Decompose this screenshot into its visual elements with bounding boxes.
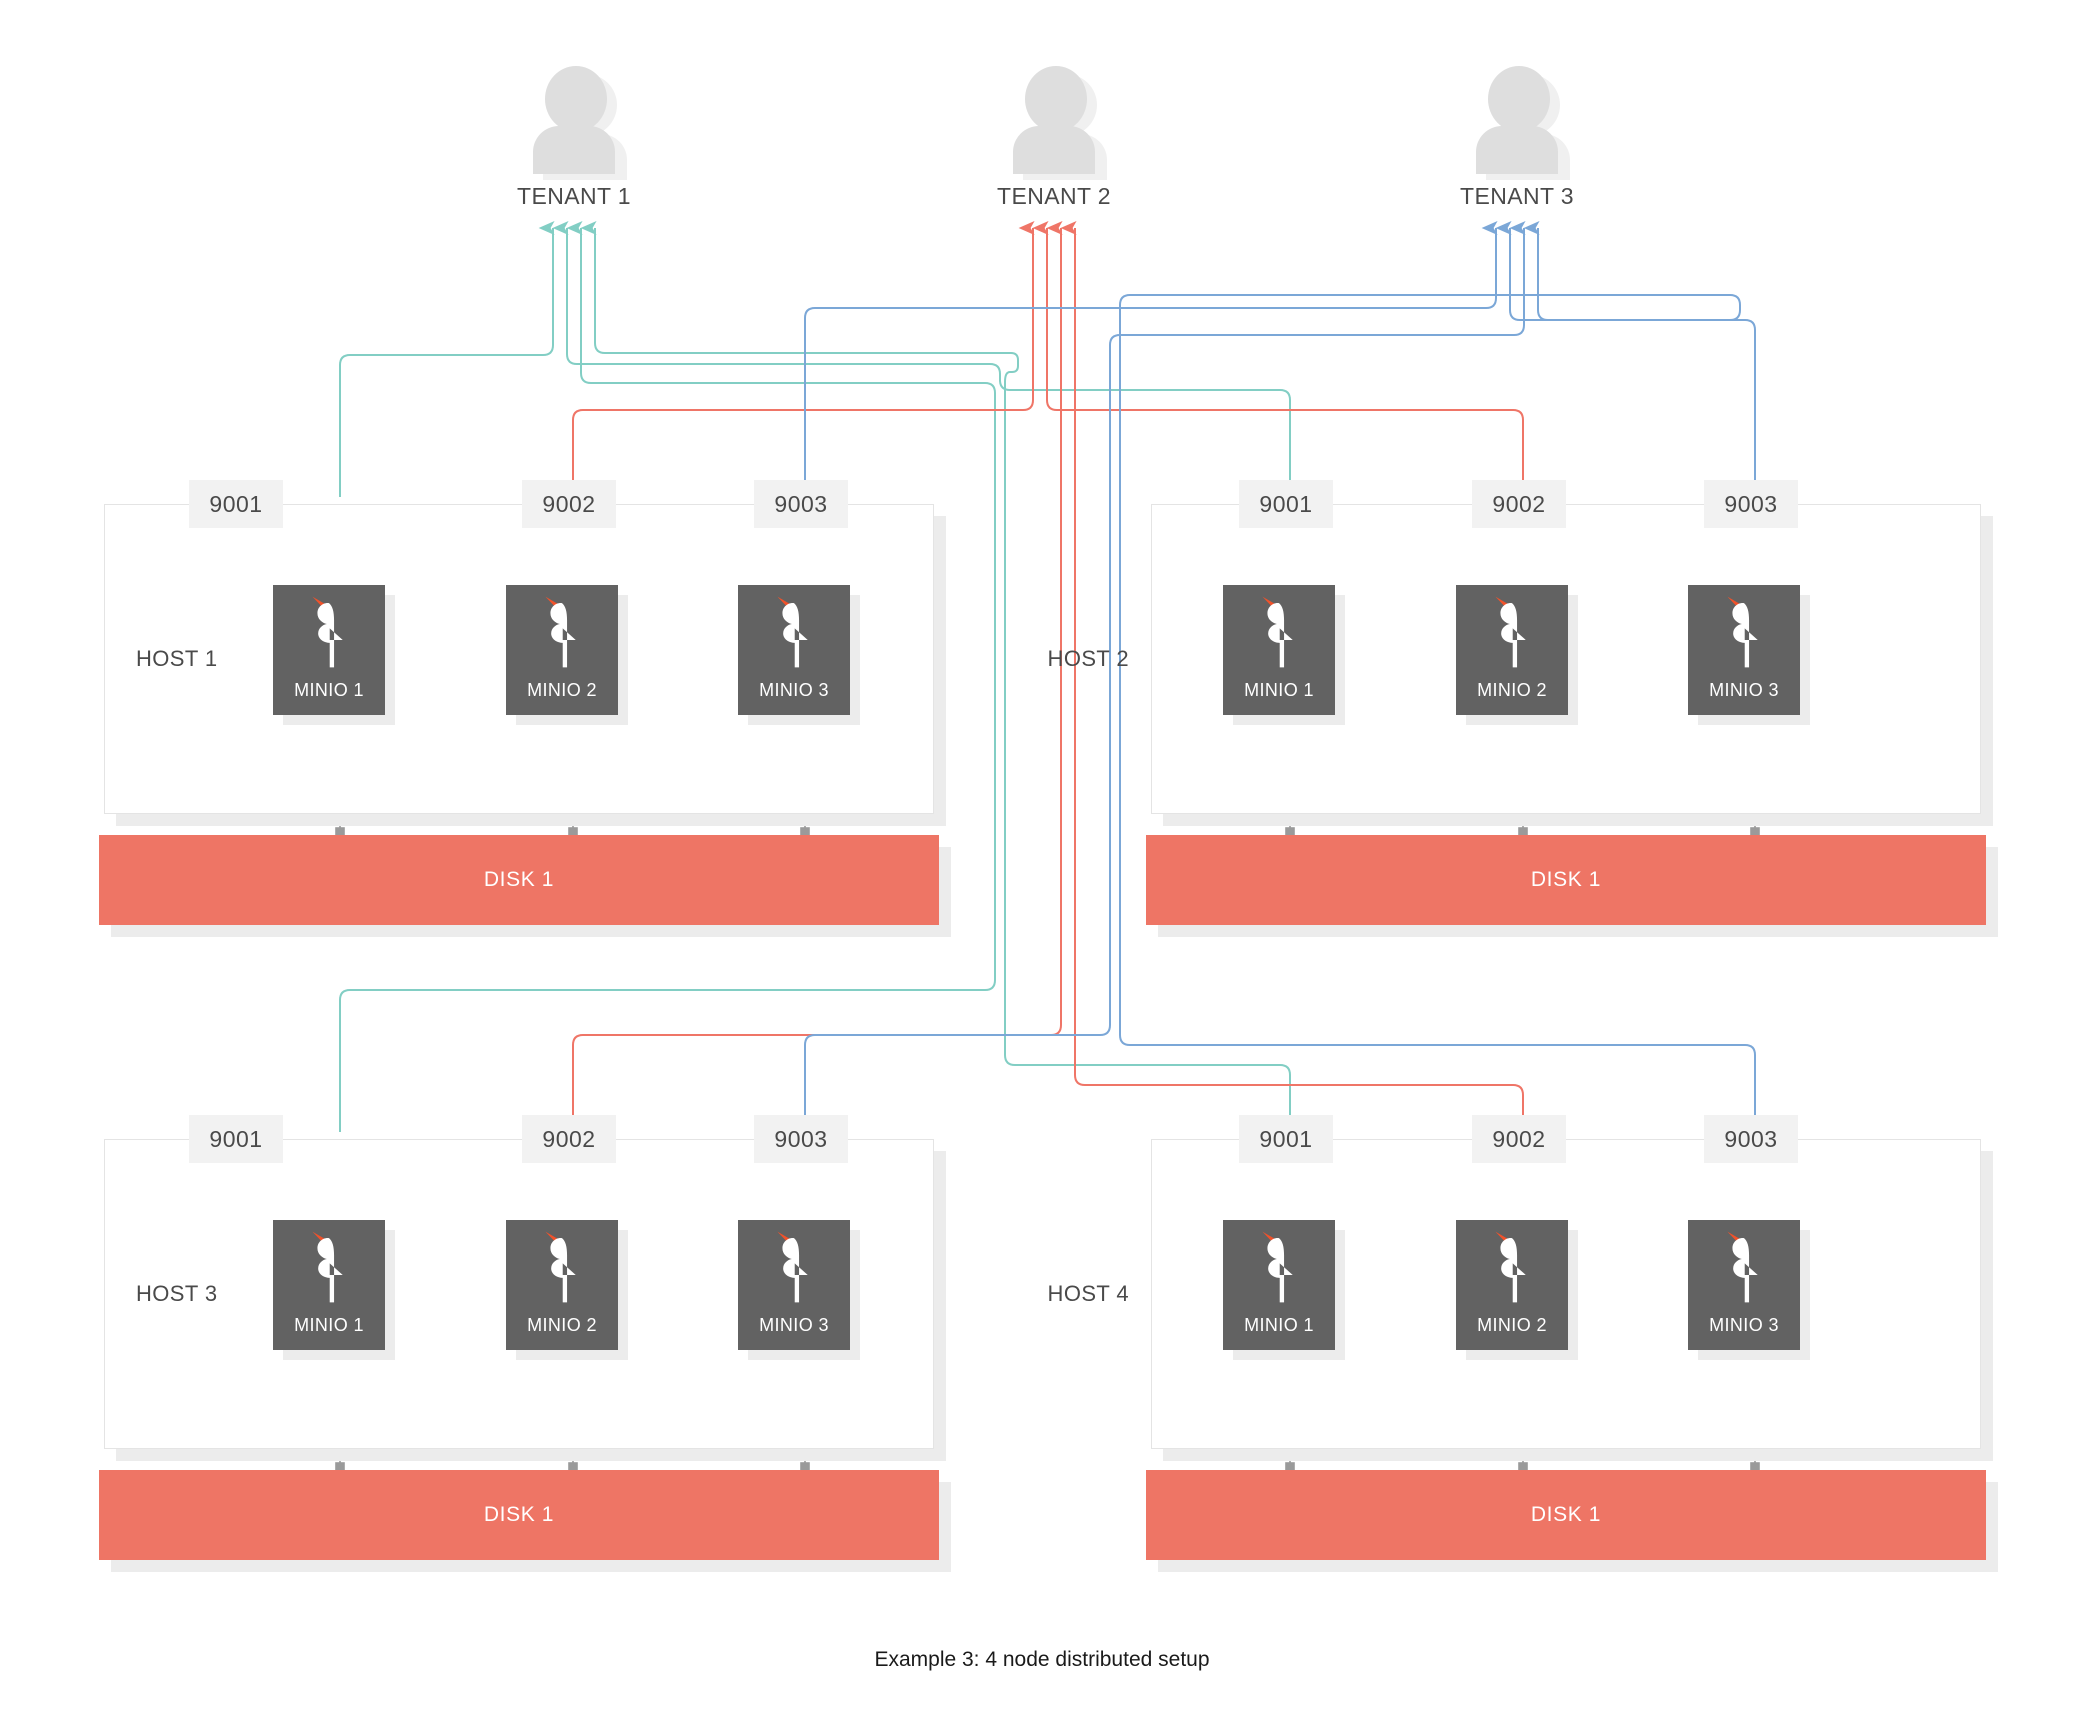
minio-node[interactable]: MINIO 3 xyxy=(738,585,860,725)
port-label: 9001 xyxy=(209,490,263,517)
port-label: 9001 xyxy=(1259,490,1313,517)
port-tab-9001: 9001 xyxy=(1239,480,1333,528)
node-label: MINIO 3 xyxy=(759,1315,829,1335)
minio-logo-icon xyxy=(777,596,808,668)
minio-logo-icon xyxy=(1262,1231,1293,1303)
tenant-label: TENANT 1 xyxy=(517,183,631,209)
port-label: 9002 xyxy=(1492,490,1546,517)
person-icon xyxy=(999,60,1109,180)
minio-node[interactable]: MINIO 2 xyxy=(1456,1220,1578,1360)
minio-logo-icon xyxy=(1495,1231,1526,1303)
node-label: MINIO 1 xyxy=(294,680,364,700)
disk-box: DISK 1 xyxy=(1146,1470,1986,1560)
port-label: 9002 xyxy=(542,490,596,517)
person-icon xyxy=(519,60,629,180)
port-tab-9002: 9002 xyxy=(522,1115,616,1163)
minio-node[interactable]: MINIO 1 xyxy=(273,1220,395,1360)
minio-node[interactable]: MINIO 1 xyxy=(1223,1220,1345,1360)
node-label: MINIO 2 xyxy=(527,1315,597,1335)
port-tab-9003: 9003 xyxy=(754,1115,848,1163)
minio-logo-icon xyxy=(777,1231,808,1303)
port-tab-9001: 9001 xyxy=(189,480,283,528)
tenant-2[interactable]: TENANT 2 xyxy=(954,60,1154,210)
minio-node[interactable]: MINIO 3 xyxy=(1688,1220,1810,1360)
minio-node[interactable]: MINIO 1 xyxy=(273,585,395,725)
node-label: MINIO 2 xyxy=(1477,680,1547,700)
port-tab-9003: 9003 xyxy=(1704,1115,1798,1163)
disk-box: DISK 1 xyxy=(99,1470,939,1560)
disk-label: DISK 1 xyxy=(1530,868,1602,891)
port-tab-9003: 9003 xyxy=(754,480,848,528)
port-label: 9001 xyxy=(1259,1125,1313,1152)
host-label: HOST 2 xyxy=(1047,646,1129,671)
port-label: 9003 xyxy=(774,490,828,517)
port-label: 9003 xyxy=(1724,1125,1778,1152)
tenant-1[interactable]: TENANT 1 xyxy=(474,60,674,210)
disk-label: DISK 1 xyxy=(483,868,555,891)
minio-node[interactable]: MINIO 3 xyxy=(1688,585,1810,725)
disk-box: DISK 1 xyxy=(99,835,939,925)
tenant-label: TENANT 3 xyxy=(1460,183,1574,209)
port-label: 9002 xyxy=(1492,1125,1546,1152)
port-label: 9003 xyxy=(774,1125,828,1152)
port-label: 9001 xyxy=(209,1125,263,1152)
port-label: 9003 xyxy=(1724,490,1778,517)
port-tab-9002: 9002 xyxy=(1472,480,1566,528)
node-label: MINIO 1 xyxy=(294,1315,364,1335)
disk-label: DISK 1 xyxy=(1530,1503,1602,1526)
minio-logo-icon xyxy=(545,596,576,668)
port-tab-9002: 9002 xyxy=(1472,1115,1566,1163)
port-label: 9002 xyxy=(542,1125,596,1152)
host-label: HOST 3 xyxy=(136,1281,218,1306)
person-icon xyxy=(1462,60,1572,180)
node-label: MINIO 2 xyxy=(527,680,597,700)
minio-node[interactable]: MINIO 2 xyxy=(506,1220,628,1360)
node-label: MINIO 3 xyxy=(759,680,829,700)
minio-logo-icon xyxy=(312,1231,343,1303)
minio-logo-icon xyxy=(312,596,343,668)
disk-label: DISK 1 xyxy=(483,1503,555,1526)
node-label: MINIO 1 xyxy=(1244,1315,1314,1335)
minio-logo-icon xyxy=(1727,596,1758,668)
minio-logo-icon xyxy=(1262,596,1293,668)
host-label: HOST 4 xyxy=(1047,1281,1129,1306)
node-label: MINIO 2 xyxy=(1477,1315,1547,1335)
port-tab-9001: 9001 xyxy=(189,1115,283,1163)
minio-logo-icon xyxy=(1727,1231,1758,1303)
minio-logo-icon xyxy=(1495,596,1526,668)
node-label: MINIO 1 xyxy=(1244,680,1314,700)
port-tab-9003: 9003 xyxy=(1704,480,1798,528)
node-label: MINIO 3 xyxy=(1709,1315,1779,1335)
disk-box: DISK 1 xyxy=(1146,835,1986,925)
port-tab-9001: 9001 xyxy=(1239,1115,1333,1163)
minio-node[interactable]: MINIO 3 xyxy=(738,1220,860,1360)
diagram-caption: Example 3: 4 node distributed setup xyxy=(874,1648,1210,1671)
node-label: MINIO 3 xyxy=(1709,680,1779,700)
minio-node[interactable]: MINIO 1 xyxy=(1223,585,1345,725)
tenant-3[interactable]: TENANT 3 xyxy=(1417,60,1617,210)
port-tab-9002: 9002 xyxy=(522,480,616,528)
minio-node[interactable]: MINIO 2 xyxy=(1456,585,1578,725)
minio-node[interactable]: MINIO 2 xyxy=(506,585,628,725)
host-label: HOST 1 xyxy=(136,646,218,671)
minio-logo-icon xyxy=(545,1231,576,1303)
tenant-label: TENANT 2 xyxy=(997,183,1111,209)
